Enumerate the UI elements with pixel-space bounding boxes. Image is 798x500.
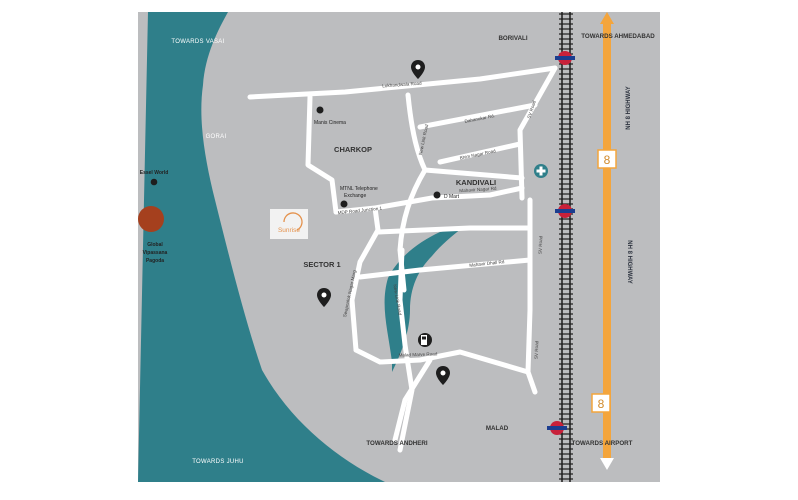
station-kandivali-icon (555, 204, 575, 218)
road-andheri (392, 357, 433, 443)
svg-text:8: 8 (604, 153, 611, 167)
road-cross-upper (375, 225, 531, 235)
charkop-label: CHARKOP (334, 145, 372, 154)
sv-road-top-label: SV Road (526, 100, 537, 119)
station-malad-icon (547, 421, 567, 435)
pagoda-label-line3: Pagoda (146, 258, 164, 264)
dmart-marker (433, 191, 441, 199)
road-malad-branch (525, 369, 538, 395)
essel-world-marker (150, 178, 158, 186)
road-network (247, 65, 558, 453)
map-pin-icon (436, 366, 450, 385)
road-mahavir-dhall (357, 257, 533, 280)
mtnl-label-line1: MTNL Telephone (340, 186, 378, 192)
project-logo: Sunrise (270, 209, 308, 239)
link-road-bottom-label: New Link Road (392, 284, 402, 316)
svg-text:8: 8 (598, 397, 605, 411)
towards-vasai-label: TOWARDS VASAI (171, 39, 224, 45)
borivali-label: BORIVALI (498, 35, 527, 42)
road-bhim-nagar (437, 141, 523, 165)
towards-juhu-label: TOWARDS JUHU (192, 459, 244, 465)
mdp-road-label: MDP Road Junction 1 (337, 206, 382, 216)
road-mahavir-nagar (422, 167, 525, 181)
manis-cinema-label: Manis Cinema (314, 120, 346, 126)
mtnl-label-line2: Exchange (344, 193, 366, 199)
road-charkop-west (305, 94, 339, 215)
road-lokhandwala (247, 65, 558, 100)
road-link-lower (397, 247, 415, 453)
nh8-label-bottom: NH 8 HIGHWAY (626, 240, 632, 283)
mtnl-marker (340, 200, 348, 208)
nh8-highway (600, 12, 614, 470)
dahanukar-road-label: Dahanukar Rd. (464, 113, 495, 124)
nh8-shield-top: 8 (597, 149, 617, 169)
essel-world-label: Essel World (140, 170, 169, 176)
gorai-label: GORAI (206, 134, 227, 140)
mahavir-nagar-road-label: Mahavir Nagar Rd (459, 186, 497, 194)
sv-road-bottom-label: SV Road (538, 235, 544, 254)
road-malad-marve (353, 347, 531, 375)
mahavir-dhall-road-label: Mahavir Dhall Rd (469, 259, 505, 268)
manis-cinema-marker (316, 106, 324, 114)
link-road-top-label: New Link Road (418, 123, 429, 155)
sector1-label: SECTOR 1 (303, 260, 340, 269)
station-borivali-icon (555, 51, 575, 65)
dmart-label: D Mart (444, 194, 460, 200)
road-sv-top (517, 65, 558, 201)
road-dahanukar (417, 102, 538, 130)
sv-road-right-label: SV Road (534, 340, 540, 359)
kandivali-label: KANDIVALI (456, 178, 496, 187)
malad-label: MALAD (486, 425, 509, 432)
road-swapnalok (349, 227, 381, 353)
towards-andheri-label: TOWARDS ANDHERI (366, 440, 427, 447)
malad-marve-road-label: Malad Marve Road (398, 351, 437, 357)
nh8-label-top: NH 8 HIGHWAY (626, 86, 632, 129)
lokhandwala-road-label: Lokhandwala Road (382, 81, 422, 89)
pagoda-icon (138, 206, 164, 232)
towards-ahmedabad-label: TOWARDS AHMEDABAD (581, 33, 655, 40)
railway-line (559, 12, 573, 482)
road-sv-bottom (525, 197, 533, 375)
fuel-pump-icon (418, 333, 432, 347)
road-mtnl-link (372, 205, 381, 233)
pagoda-label-line2: Vipassana (143, 250, 168, 256)
map-pin-icon (411, 60, 425, 79)
sea-creek (138, 12, 385, 482)
towards-airport-label: TOWARDS AIRPORT (572, 440, 633, 447)
svg-text:Sunrise: Sunrise (278, 227, 300, 234)
nh8-shield-bottom: 8 (591, 393, 611, 413)
pagoda-label-line1: Global (147, 242, 163, 248)
road-mdp (333, 185, 525, 215)
hospital-icon (534, 164, 548, 178)
map-pin-icon (317, 288, 331, 307)
